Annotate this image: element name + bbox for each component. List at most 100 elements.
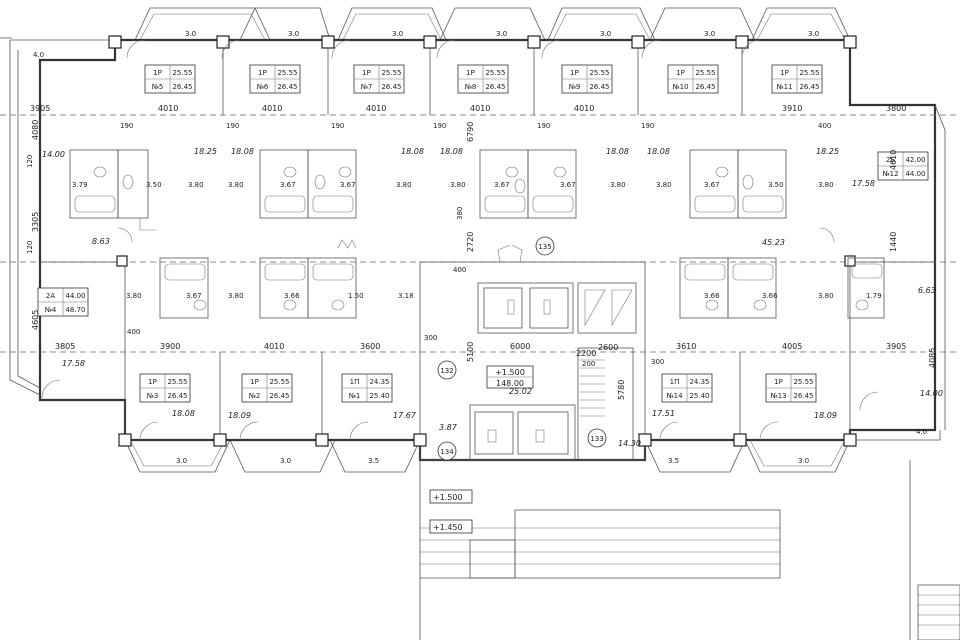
- bath-area: 3.80: [228, 181, 244, 189]
- bay-dim: 3.0: [176, 457, 187, 465]
- room-number-markers: 135 132 134 133: [437, 236, 607, 461]
- width-dim: 6000: [510, 342, 530, 351]
- bath-area: 3.66: [704, 292, 720, 300]
- small-dim: 380: [456, 207, 464, 220]
- top-bay-windows: [134, 7, 851, 41]
- room-area: 18.08: [647, 147, 670, 156]
- apartment-number: №7: [361, 83, 373, 91]
- apartment-area-living: 25.55: [793, 378, 813, 386]
- bay-dim: 3.5: [668, 457, 679, 465]
- apartment-number: №12: [882, 170, 898, 178]
- apartment-area-total: 26.45: [793, 392, 813, 400]
- apartment-area-living: 25.55: [172, 69, 192, 77]
- columns: [108, 35, 857, 447]
- room-area: 45.23: [762, 238, 785, 247]
- bath-area: 1.79: [866, 292, 882, 300]
- bay-dim: 3.0: [704, 30, 715, 38]
- balcony-dim: 4.0: [916, 428, 927, 436]
- balcony-dim: 4.0: [33, 51, 44, 59]
- bath-area: 3.67: [280, 181, 296, 189]
- vertical-dims: 4080 3305 4605 6790 2720 5100 3200 5780 …: [31, 120, 937, 400]
- width-dim: 3800: [886, 104, 906, 113]
- apartment-area-total: 25.40: [689, 392, 709, 400]
- small-dim: 300: [651, 358, 664, 366]
- level-marker: +1.500: [433, 493, 463, 502]
- room-number: 132: [440, 367, 453, 375]
- apartment-type: 1Р: [153, 69, 162, 77]
- bay-dim: 3.5: [368, 457, 379, 465]
- apartment-area-total: 25.40: [369, 392, 389, 400]
- room-area-texts: 18.25 18.08 18.08 18.08 18.08 18.08 18.2…: [42, 147, 943, 448]
- bath-area: 3.80: [818, 292, 834, 300]
- apartment-type: 1П: [350, 378, 360, 386]
- room-area: 18.09: [228, 411, 251, 420]
- apartment-number: №8: [465, 83, 477, 91]
- bathrooms: [69, 149, 885, 319]
- apartment-area-total: 44.00: [905, 170, 925, 178]
- apartment-area-total: 26.45: [172, 83, 192, 91]
- bay-dim: 3.0: [808, 30, 819, 38]
- room-area: 14.30: [618, 439, 641, 448]
- vertical-dim: 4085: [928, 348, 937, 368]
- apartment-area-total: 26.45: [277, 83, 297, 91]
- apartment-number: №1: [349, 392, 361, 400]
- apartment-number: №9: [569, 83, 581, 91]
- bath-area: 3.79: [72, 181, 88, 189]
- small-dim: 400: [453, 266, 466, 274]
- apartment-type: 1Р: [570, 69, 579, 77]
- apartment-area-living: 25.55: [695, 69, 715, 77]
- bath-area: 3.66: [284, 292, 300, 300]
- bay-dim: 3.0: [280, 457, 291, 465]
- vertical-dim: 4605: [31, 310, 40, 330]
- apartment-area-total: 26.45: [485, 83, 505, 91]
- small-dim: 200: [582, 360, 595, 368]
- apartment-type: 1Р: [258, 69, 267, 77]
- bath-area: 3.67: [340, 181, 356, 189]
- bath-area: 3.80: [126, 292, 142, 300]
- bath-area: 3.80: [610, 181, 626, 189]
- width-dim: 3905: [886, 342, 906, 351]
- width-dim: 4010: [574, 104, 594, 113]
- bay-dim: 3.0: [185, 30, 196, 38]
- apartment-area-total: 26.45: [167, 392, 187, 400]
- room-area: 18.08: [606, 147, 629, 156]
- width-dim: 3905: [30, 104, 50, 113]
- apartment-type: 2А: [46, 292, 55, 300]
- bath-area: 3.80: [818, 181, 834, 189]
- apartment-area-living: 25.55: [381, 69, 401, 77]
- apartment-type: 1П: [670, 378, 680, 386]
- apartment-area-total: 26.45: [269, 392, 289, 400]
- small-dims: 190 190 190 190 190 190 400 400 400 120 …: [26, 122, 831, 368]
- room-number: 133: [590, 435, 603, 443]
- small-dim: 300: [424, 334, 437, 342]
- apartment-area-living: 25.55: [277, 69, 297, 77]
- apartment-number: №3: [147, 392, 159, 400]
- bath-area: 3.18: [398, 292, 414, 300]
- vertical-dim: 1440: [889, 232, 898, 252]
- apartment-area-living: 25.55: [589, 69, 609, 77]
- apartment-number: №14: [666, 392, 683, 400]
- apartment-number: №6: [257, 83, 269, 91]
- apartment-area-living: 25.55: [799, 69, 819, 77]
- apartment-area-living: 25.55: [269, 378, 289, 386]
- room-number: 135: [538, 243, 551, 251]
- width-dim: 4010: [158, 104, 178, 113]
- width-dim: 3610: [676, 342, 696, 351]
- apartment-area-living: 25.55: [485, 69, 505, 77]
- width-dim: 4010: [262, 104, 282, 113]
- bath-area: 3.80: [450, 181, 466, 189]
- apartment-type: 1Р: [774, 378, 783, 386]
- top-bay-dim-texts: 3.0 3.0 3.0 3.0 3.0 3.0 3.0: [185, 30, 819, 38]
- bay-dim: 3.0: [600, 30, 611, 38]
- bath-area: 3.67: [494, 181, 510, 189]
- entrance-area: [419, 460, 960, 640]
